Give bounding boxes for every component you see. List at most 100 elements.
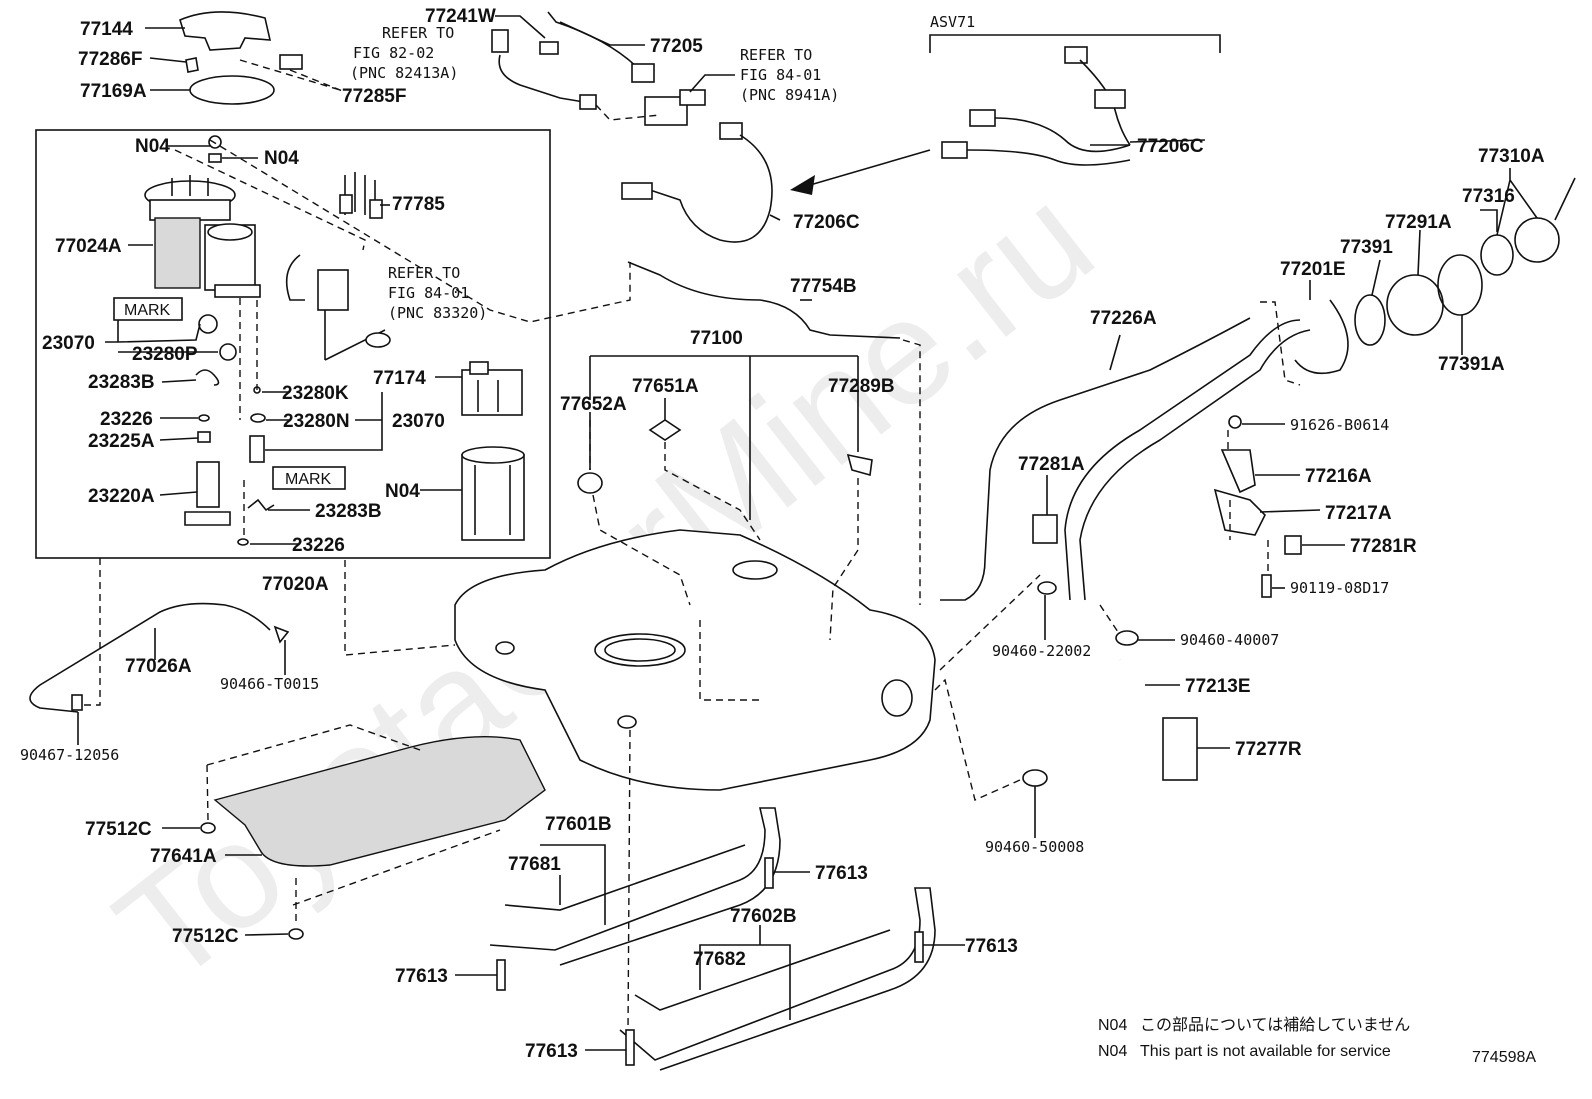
- label-23283B-b: 23283B: [315, 501, 382, 522]
- label-77613-c: 77613: [965, 936, 1018, 957]
- label-77174: 77174: [373, 368, 426, 389]
- bracket-77216A: [1220, 449, 1256, 494]
- label-77144: 77144: [80, 19, 133, 40]
- label-77651A: 77651A: [632, 376, 699, 397]
- label-90460-22002: 90460-22002: [992, 642, 1091, 660]
- pressure-regulator-23070: [198, 314, 218, 334]
- clip-90460-50008: [1022, 769, 1048, 787]
- label-90466-T0015: 90466-T0015: [220, 675, 319, 693]
- label-91626-B0614: 91626-B0614: [1290, 416, 1389, 434]
- N04-clip-part: [208, 153, 222, 163]
- label-23225A: 23225A: [88, 431, 155, 452]
- label-77316: 77316: [1462, 186, 1515, 207]
- o-ring-23280N: [250, 413, 266, 423]
- filler-neck-77291A: [1386, 274, 1444, 336]
- mark-box-lower: [272, 466, 346, 490]
- reference-fig-84-01-upper: REFER TO FIG 84-01 (PNC 8941A): [740, 46, 839, 104]
- bolt-77613-d: [625, 1029, 635, 1066]
- label-77310A: 77310A: [1478, 146, 1545, 167]
- clip-90460-40007: [1115, 630, 1139, 646]
- label-77100: 77100: [690, 328, 743, 349]
- label-77206C-top: 77206C: [1137, 136, 1204, 157]
- label-77206C-mid: 77206C: [793, 212, 860, 233]
- clip-23283B-lower: [247, 498, 275, 512]
- tank-band-77602B: [619, 887, 936, 1071]
- mark-label-lower: MARK: [285, 471, 332, 488]
- retainer-ring-77144: [179, 11, 272, 51]
- ref2-line2: FIG 84-01: [740, 66, 821, 84]
- label-77201E: 77201E: [1280, 259, 1346, 280]
- band-cushion-77682: [634, 929, 891, 1011]
- ref1-line3: (PNC 82413A): [350, 64, 458, 82]
- breather-tube-77226A: [940, 317, 1251, 601]
- clip-77512C-lower: [288, 928, 304, 940]
- clip-77512C-upper: [200, 822, 216, 834]
- regulator-23070-lower: [249, 435, 265, 463]
- label-77024A: 77024A: [55, 236, 122, 257]
- label-77613-d: 77613: [525, 1041, 578, 1062]
- tank-protector-77641A: [213, 735, 546, 867]
- bolt-77613-b: [496, 959, 506, 991]
- bolt-77613-a: [764, 857, 774, 889]
- label-77652A: 77652A: [560, 394, 627, 415]
- clip-90466-T0015: [273, 625, 290, 644]
- label-77613-a: 77613: [815, 863, 868, 884]
- label-23280N: 23280N: [283, 411, 350, 432]
- label-90460-50008: 90460-50008: [985, 838, 1084, 856]
- protector-77277R: [1162, 717, 1198, 781]
- ref3-line3: (PNC 83320): [388, 304, 487, 322]
- ring-77316: [1480, 234, 1514, 276]
- label-N04-b: N04: [264, 148, 299, 169]
- mark-box-upper: [113, 297, 183, 321]
- label-77020A: 77020A: [262, 574, 329, 595]
- label-77217A: 77217A: [1325, 503, 1392, 524]
- label-77205: 77205: [650, 36, 703, 57]
- clip-90467-12056: [71, 694, 83, 711]
- label-23280P: 23280P: [132, 344, 198, 365]
- label-77391: 77391: [1340, 237, 1393, 258]
- bolt-90119-08D17: [1261, 574, 1272, 598]
- cushion-23225A: [197, 431, 211, 443]
- variant-label: ASV71: [930, 13, 975, 31]
- label-90460-40007: 90460-40007: [1180, 631, 1279, 649]
- filter-case-77174: [461, 361, 523, 416]
- variant-bracket: [929, 34, 1221, 53]
- bolt-77613-c: [914, 931, 924, 963]
- vapor-hose-77205: [539, 11, 655, 83]
- o-ring-23280P: [219, 343, 237, 361]
- vsv-valve: [644, 89, 706, 126]
- ref1-line1: REFER TO: [382, 24, 454, 42]
- hose-77206C-lower: [621, 122, 773, 243]
- vent-tube-77754B: [627, 261, 901, 339]
- label-77026A: 77026A: [125, 656, 192, 677]
- note-code-jp: N04: [1098, 1017, 1127, 1034]
- hose-77206C-asv71: [941, 46, 1131, 166]
- label-23220A: 23220A: [88, 486, 155, 507]
- label-77277R: 77277R: [1235, 739, 1302, 760]
- ref3-line2: FIG 84-01: [388, 284, 469, 302]
- plug-77652A: [577, 472, 603, 494]
- label-77281A: 77281A: [1018, 454, 1085, 475]
- label-77241W: 77241W: [425, 6, 496, 27]
- clamp-77289B: [846, 453, 873, 477]
- label-77682: 77682: [693, 949, 746, 970]
- clamp-77281A: [1032, 514, 1058, 544]
- bracket-77217A: [1213, 488, 1266, 536]
- label-77754B: 77754B: [790, 276, 857, 297]
- label-77213E: 77213E: [1185, 676, 1251, 697]
- filler-hose-77213E: [1055, 657, 1146, 784]
- label-77285F: 77285F: [342, 86, 406, 107]
- N04-cap-part: [208, 135, 222, 149]
- ref2-line1: REFER TO: [740, 46, 812, 64]
- mark-label-upper: MARK: [124, 302, 171, 319]
- ref2-line3: (PNC 8941A): [740, 86, 839, 104]
- label-23226-b: 23226: [292, 535, 345, 556]
- label-77602B: 77602B: [730, 906, 797, 927]
- label-77601B: 77601B: [545, 814, 612, 835]
- clip-77286F: [185, 57, 199, 73]
- label-77291A: 77291A: [1385, 212, 1452, 233]
- arrow-head: [790, 175, 815, 195]
- fuel-tank-77100: [454, 529, 936, 791]
- note-code-en: N04: [1098, 1043, 1127, 1060]
